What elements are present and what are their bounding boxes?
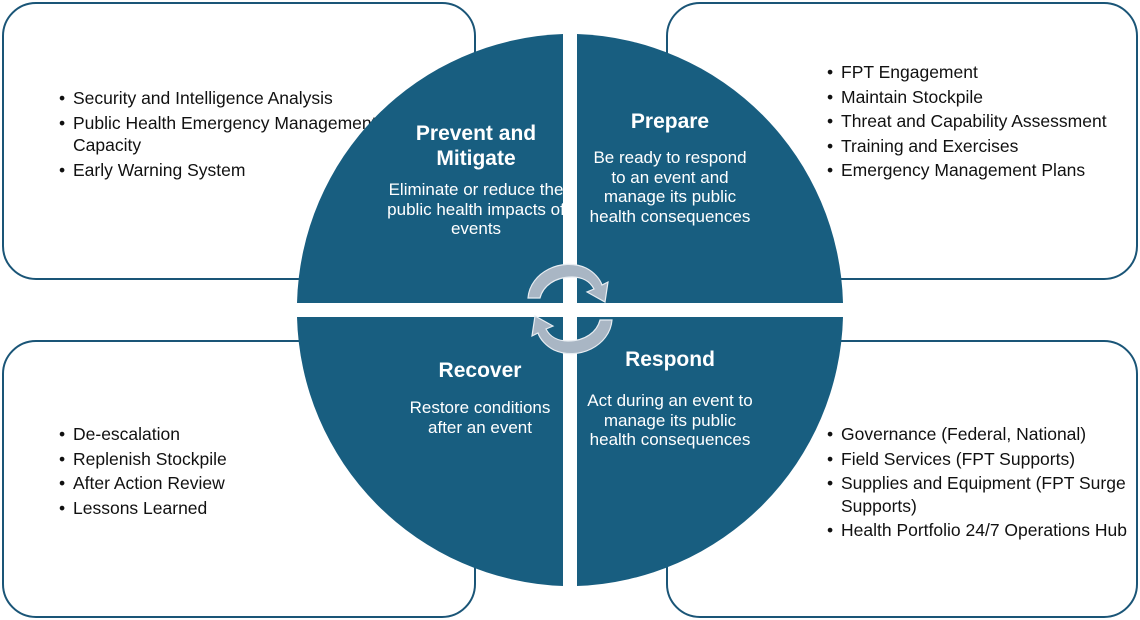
quadrant-prepare [577, 34, 843, 303]
list-item: Maintain Stockpile [827, 86, 1127, 109]
list-item: Public Health Emergency Management Capac… [59, 112, 379, 157]
prepare-activities-list: FPT Engagement Maintain Stockpile Threat… [827, 61, 1127, 184]
list-item: Security and Intelligence Analysis [59, 87, 379, 110]
quadrant-recover [297, 317, 563, 586]
list-item: Training and Exercises [827, 135, 1127, 158]
list-item: Field Services (FPT Supports) [827, 448, 1127, 471]
list-item: FPT Engagement [827, 61, 1127, 84]
list-item: After Action Review [59, 472, 379, 495]
respond-title: Respond [625, 348, 715, 371]
respond-description: Act during an event to manage its public… [587, 391, 753, 449]
prevent-title: Prevent and Mitigate [415, 122, 537, 170]
list-item: Replenish Stockpile [59, 448, 379, 471]
prevent-activities-list: Security and Intelligence Analysis Publi… [59, 87, 379, 183]
recover-description: Restore conditions after an event [409, 398, 551, 437]
recover-activities-list: De-escalation Replenish Stockpile After … [59, 423, 379, 521]
list-item: Threat and Capability Assessment [827, 110, 1127, 133]
prepare-title: Prepare [630, 110, 710, 133]
list-item: Supplies and Equipment (FPT Surge Suppor… [827, 472, 1127, 517]
quadrant-respond [577, 317, 843, 586]
respond-activities-list: Governance (Federal, National) Field Ser… [827, 423, 1127, 544]
list-item: Lessons Learned [59, 497, 379, 520]
list-item: Health Portfolio 24/7 Operations Hub [827, 519, 1127, 542]
prevent-description: Eliminate or reduce the public health im… [387, 180, 565, 238]
list-item: De-escalation [59, 423, 379, 446]
prepare-description: Be ready to respond to an event and mana… [589, 148, 751, 226]
circular-arrows-icon [527, 263, 613, 355]
list-item: Governance (Federal, National) [827, 423, 1127, 446]
quadrant-prevent [297, 34, 563, 303]
list-item: Early Warning System [59, 159, 379, 182]
recover-title: Recover [438, 359, 522, 382]
list-item: Emergency Management Plans [827, 159, 1127, 182]
